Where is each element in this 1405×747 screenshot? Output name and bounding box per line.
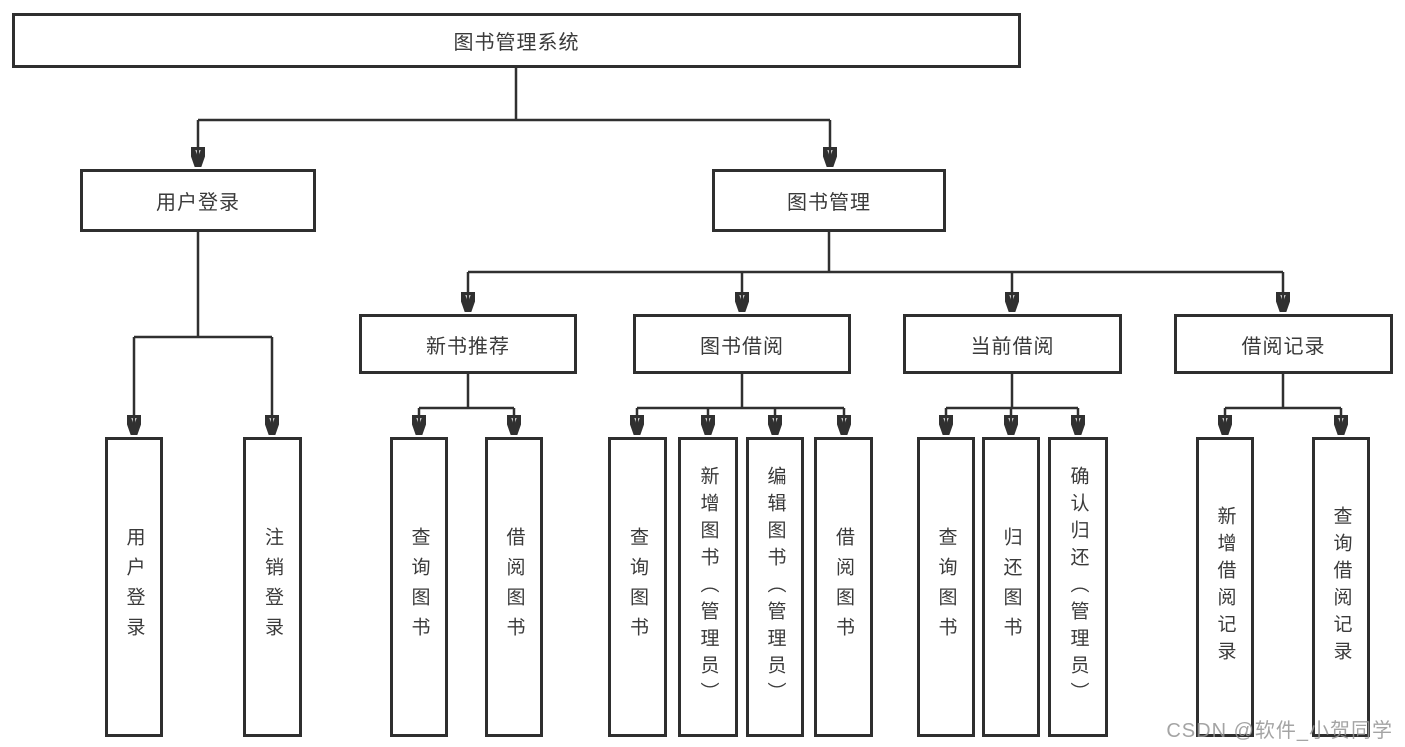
node-new-book-recommend: 新书推荐 xyxy=(359,314,577,374)
leaf-add-borrow-record: 新增借阅记录 xyxy=(1196,437,1254,737)
leaf-query-books-borrowing: 查询图书 xyxy=(608,437,667,737)
node-book-borrowing: 图书借阅 xyxy=(633,314,851,374)
leaf-logout: 注销登录 xyxy=(243,437,302,737)
leaf-user-login: 用户登录 xyxy=(105,437,163,737)
leaf-borrow-books-recommend: 借阅图书 xyxy=(485,437,543,737)
leaf-borrow-books-borrowing: 借阅图书 xyxy=(814,437,873,737)
node-book-management: 图书管理 xyxy=(712,169,946,232)
node-user-login: 用户登录 xyxy=(80,169,316,232)
leaf-return-book: 归还图书 xyxy=(982,437,1040,737)
leaf-add-book-admin: 新增图书（管理员） xyxy=(678,437,738,737)
node-root: 图书管理系统 xyxy=(12,13,1021,68)
leaf-query-borrow-record: 查询借阅记录 xyxy=(1312,437,1370,737)
node-borrowing-records: 借阅记录 xyxy=(1174,314,1393,374)
leaf-query-books-current: 查询图书 xyxy=(917,437,975,737)
csdn-watermark: CSDN @软件_小贺同学 xyxy=(1166,720,1393,742)
leaf-confirm-return-admin: 确认归还（管理员） xyxy=(1048,437,1108,737)
leaf-edit-book-admin: 编辑图书（管理员） xyxy=(746,437,804,737)
leaf-query-books-recommend: 查询图书 xyxy=(390,437,448,737)
node-current-borrowing: 当前借阅 xyxy=(903,314,1122,374)
